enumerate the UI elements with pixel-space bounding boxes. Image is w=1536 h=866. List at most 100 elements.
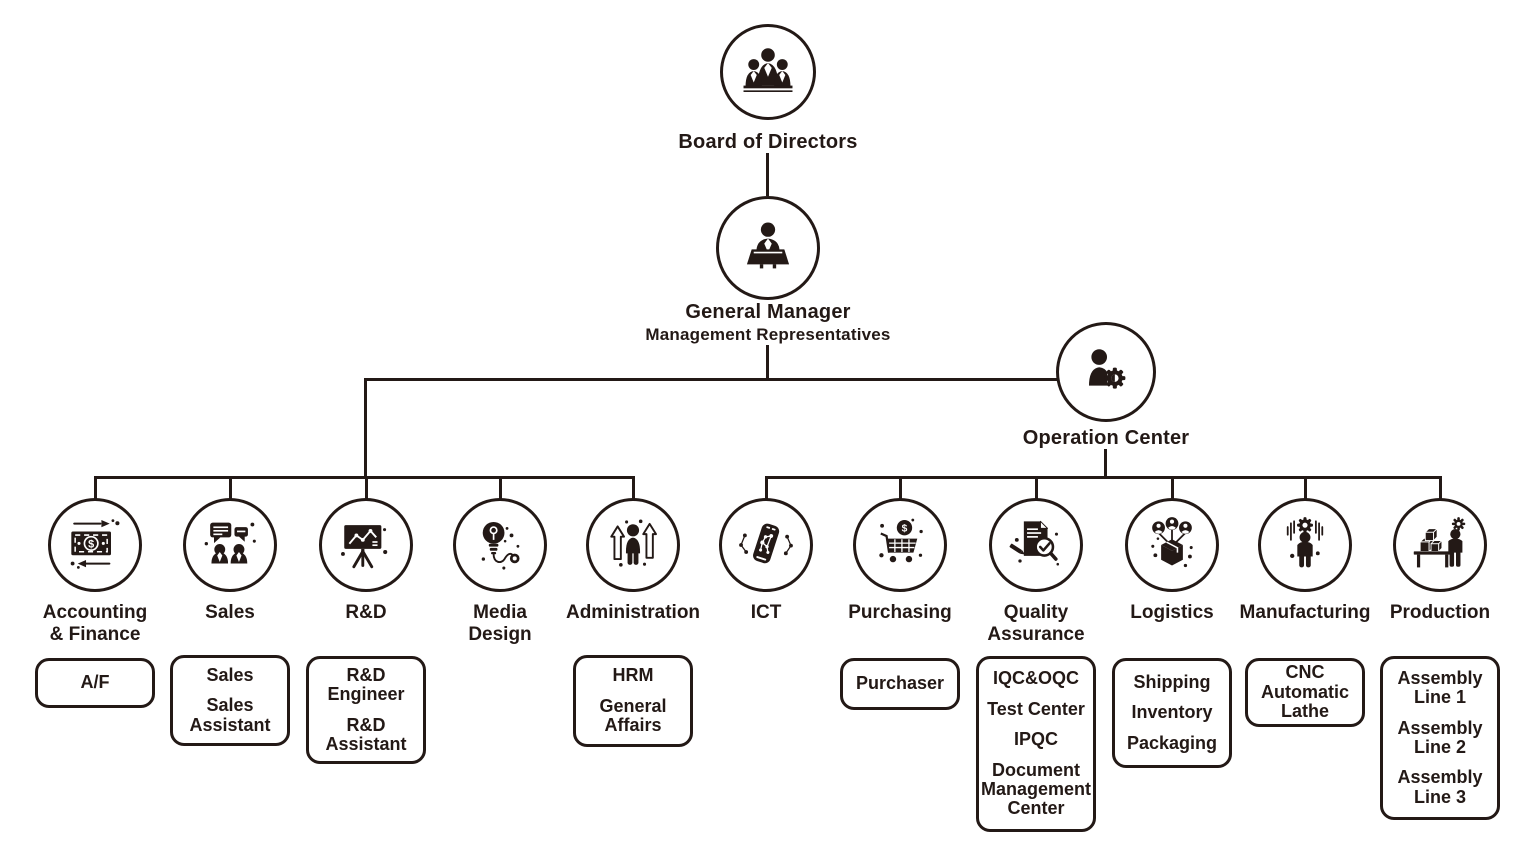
general-manager-node <box>716 196 820 300</box>
quality-assurance-icon <box>1004 513 1068 577</box>
operation-center-label: Operation Center <box>1022 427 1190 449</box>
role-item: Inventory <box>1131 702 1213 723</box>
connector-left-drop <box>364 378 367 479</box>
connector-stub <box>898 476 902 500</box>
connector-main-horizontal <box>364 378 1062 381</box>
connector-stub <box>1170 476 1174 500</box>
department-label-manufacturing: Manufacturing <box>1239 602 1371 623</box>
connector-stub <box>631 476 635 500</box>
department-purchasing: $ Purchasing Purchaser <box>820 476 980 866</box>
roles-box-administration: HRM General Affairs <box>573 655 693 747</box>
operation-center-icon <box>1072 338 1140 406</box>
role-item: Test Center <box>987 698 1085 719</box>
department-label-administration: Administration <box>565 602 701 623</box>
roles-box-production: Assembly Line 1 Assembly Line 2 Assembly L… <box>1380 656 1500 820</box>
connector-gm-to-mainline <box>766 345 769 381</box>
department-manufacturing: Manufacturing CNC Automatic Lathe <box>1225 476 1385 866</box>
department-label-logistics: Logistics <box>1130 602 1214 623</box>
connector-right-branch <box>765 476 1442 479</box>
department-circle <box>1258 498 1352 592</box>
department-circle <box>183 498 277 592</box>
department-accounting-finance: $ Accounting& Finance A/F <box>15 476 175 866</box>
role-item: R&D Engineer <box>327 664 405 705</box>
role-item: CNC Automatic Lathe <box>1260 662 1349 722</box>
connector-stub <box>364 476 368 500</box>
department-circle <box>453 498 547 592</box>
department-administration: Administration HRM General Affairs <box>553 476 713 866</box>
department-circle <box>719 498 813 592</box>
roles-box-accounting-finance: A/F <box>35 658 155 708</box>
role-item: Assembly Line 2 <box>1397 717 1483 757</box>
department-circle <box>1125 498 1219 592</box>
board-of-directors-label: Board of Directors <box>678 131 858 153</box>
department-circle <box>319 498 413 592</box>
roles-box-purchasing: Purchaser <box>840 658 960 710</box>
connector-stub <box>1034 476 1038 500</box>
management-representatives-label: Management Representatives <box>645 325 891 344</box>
connector-stub <box>1303 476 1307 500</box>
logistics-icon <box>1140 513 1204 577</box>
connector-board-to-gm <box>766 153 769 196</box>
department-circle: $ <box>48 498 142 592</box>
rnd-icon <box>334 513 398 577</box>
role-item: IPQC <box>1013 729 1058 750</box>
role-item: Sales Assistant <box>189 695 271 735</box>
department-label-sales: Sales <box>205 602 255 623</box>
connector-stub <box>1438 476 1442 500</box>
administration-icon <box>601 513 665 577</box>
role-item: R&D Assistant <box>325 714 407 754</box>
role-item: Document Management Center <box>981 759 1092 819</box>
role-item: IQC&OQC <box>992 668 1079 689</box>
role-item: Assembly Line 1 <box>1397 667 1483 708</box>
department-label-accounting-finance: Accounting& Finance <box>42 602 148 646</box>
department-circle <box>1393 498 1487 592</box>
board-of-directors-node <box>720 24 816 120</box>
sales-icon <box>198 513 262 577</box>
svg-text:$: $ <box>902 524 908 535</box>
department-label-purchasing: Purchasing <box>848 602 952 623</box>
connector-operation-center-drop <box>1104 449 1107 477</box>
media-design-icon <box>468 513 532 577</box>
department-label-production: Production <box>1389 602 1491 623</box>
role-item: Sales <box>206 664 254 685</box>
general-manager-label: General Manager <box>685 301 851 323</box>
department-circle <box>586 498 680 592</box>
manufacturing-icon <box>1273 513 1337 577</box>
department-circle: $ <box>853 498 947 592</box>
connector-stub <box>228 476 232 500</box>
role-item: Packaging <box>1126 732 1218 753</box>
board-of-directors-icon <box>734 38 802 106</box>
svg-text:$: $ <box>88 539 94 551</box>
connector-stub <box>498 476 502 500</box>
finance-icon: $ <box>63 513 127 577</box>
connector-stub <box>93 476 97 500</box>
department-ict: ICT <box>686 476 846 866</box>
department-label-rnd: R&D <box>345 602 387 623</box>
role-item: HRM <box>612 665 654 686</box>
role-item: A/F <box>80 672 110 693</box>
production-icon <box>1408 513 1472 577</box>
department-circle <box>989 498 1083 592</box>
operation-center-node <box>1056 322 1156 422</box>
role-item: Purchaser <box>855 673 945 694</box>
general-manager-icon <box>734 214 802 282</box>
ict-icon <box>734 513 798 577</box>
role-item: Shipping <box>1133 671 1211 692</box>
role-item: Assembly Line 3 <box>1397 767 1483 807</box>
role-item: General Affairs <box>599 695 667 736</box>
purchasing-icon: $ <box>868 513 932 577</box>
connector-stub <box>764 476 768 500</box>
department-label-ict: ICT <box>750 602 782 623</box>
